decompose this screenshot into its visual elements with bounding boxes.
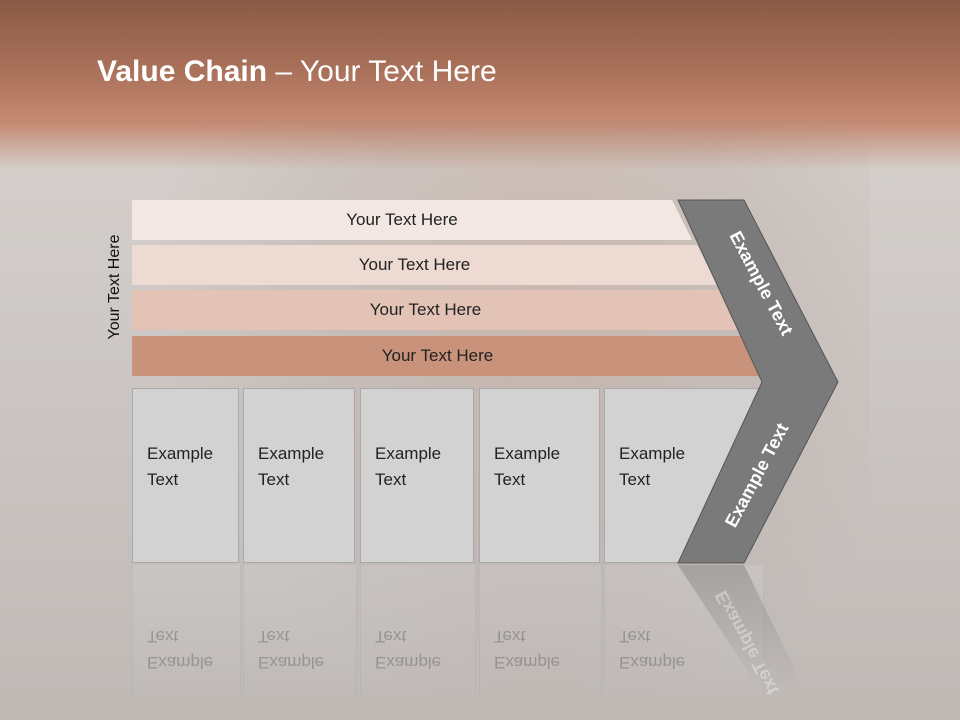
- column-2: Example Text: [243, 388, 355, 563]
- column-1-line1: Example: [147, 444, 214, 463]
- column-2-line1: Example: [258, 444, 325, 463]
- band-4: Your Text Here: [132, 336, 763, 376]
- column-2-line2: Text: [258, 470, 290, 489]
- column-5-line2: Text: [619, 470, 651, 489]
- column-3-line2: Text: [375, 470, 407, 489]
- band-3: Your Text Here: [132, 290, 739, 330]
- chevron-reflection: [678, 565, 805, 690]
- title-rest: – Your Text Here: [267, 55, 497, 88]
- column-1: Example Text: [132, 388, 239, 563]
- column-3-line1: Example: [375, 444, 442, 463]
- band-2-label: Your Text Here: [358, 255, 471, 274]
- column-1-line2: Text: [147, 470, 179, 489]
- header-band: [0, 0, 960, 170]
- band-3-label: Your Text Here: [369, 300, 482, 319]
- band-4-label: Your Text Here: [381, 346, 494, 365]
- column-4-line2: Text: [494, 470, 526, 489]
- column-4: Example Text: [479, 388, 600, 563]
- band-1-label: Your Text Here: [346, 210, 458, 229]
- title-bold: Value Chain: [97, 55, 268, 88]
- column-5-line1: Example: [619, 444, 686, 463]
- column-3: Example Text: [360, 388, 474, 563]
- band-2: Your Text Here: [132, 245, 717, 285]
- slide-title: Value Chain – Your Text Here: [97, 55, 497, 89]
- column-4-line1: Example: [494, 444, 561, 463]
- band-1: Your Text Here: [132, 200, 692, 240]
- chevron-shape: [677, 199, 839, 564]
